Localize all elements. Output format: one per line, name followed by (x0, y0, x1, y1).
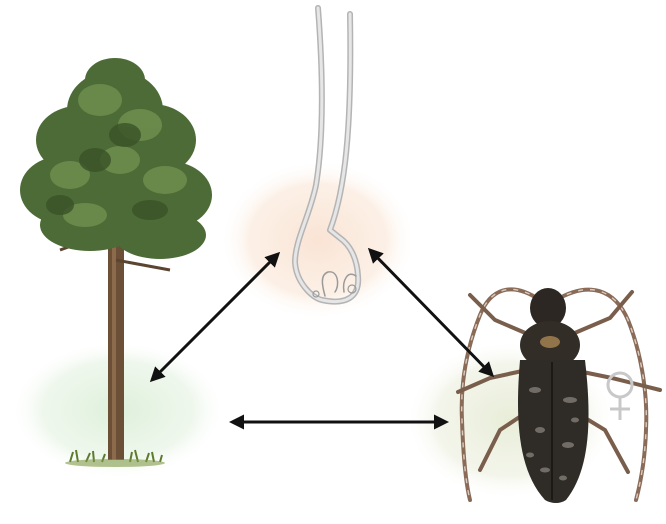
arrow-nematode-beetle (370, 250, 492, 375)
arrow-tree-nematode (152, 254, 278, 380)
